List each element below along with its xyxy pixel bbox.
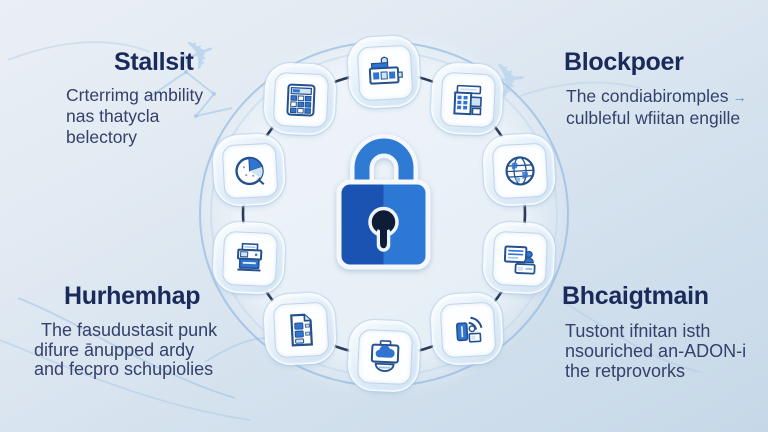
text-line: Crterrimg ambility xyxy=(66,85,204,105)
section-text-bottom-left: The fasudustasit punk difure ānupped ard… xyxy=(34,320,218,380)
ring-item-pie-chart xyxy=(213,134,285,206)
section-title-bottom-right: Bhcaigtmain xyxy=(562,282,709,310)
text-line: difure ānupped ardy xyxy=(34,339,195,360)
printer-icon xyxy=(221,230,279,288)
section-text-top-left: Crterrimg ambility nas thatycla belector… xyxy=(66,85,203,148)
section-text-top-right: The condiabiromples→ culbleful wfiitan e… xyxy=(566,86,746,129)
ring-item-support-person xyxy=(431,293,503,365)
building-sheet-icon xyxy=(439,71,497,129)
section-text-bottom-right: Tustont ifnitan isth nsouriched an-ADON-… xyxy=(565,321,746,381)
text-line: culbleful wfiitan engille xyxy=(566,108,741,128)
pie-chart-icon xyxy=(221,142,279,200)
ring-item-factory xyxy=(348,36,420,108)
text-line: Tustont ifnitan isth xyxy=(565,321,711,341)
ring-item-building-sheet xyxy=(431,63,503,135)
calculator-icon xyxy=(272,71,330,129)
section-title-top-right: Blockpoer xyxy=(564,48,684,76)
section-title-top-left: Stallsit xyxy=(114,48,194,76)
text-line: nas thatycla xyxy=(66,106,160,126)
text-line: and fecpro schupiolies xyxy=(34,359,214,379)
chat-panels-icon xyxy=(491,230,549,288)
text-line: The condiabiromples xyxy=(566,86,729,106)
factory-icon xyxy=(356,44,414,102)
globe-icon xyxy=(491,142,549,200)
ring-item-calculator xyxy=(264,63,336,135)
text-line: nsouriched an-ADON-i xyxy=(565,341,747,361)
section-title-bottom-left: Hurhemhap xyxy=(64,282,201,310)
support-person-icon xyxy=(439,301,497,359)
ring-item-globe xyxy=(483,134,555,206)
ring-item-monitor-cloud xyxy=(348,320,420,392)
monitor-cloud-icon xyxy=(356,328,414,386)
text-line: The fasudustasit punk xyxy=(41,320,218,340)
ring-item-printer xyxy=(213,222,285,294)
text-line: the retprovorks xyxy=(565,361,686,381)
ring-item-chat-panels xyxy=(483,222,555,294)
map-sketch-nodes xyxy=(184,70,216,118)
padlock-icon xyxy=(329,126,439,276)
ring-item-document xyxy=(264,293,336,365)
document-icon xyxy=(272,301,330,359)
small-arrow-icon: → xyxy=(732,89,747,105)
shackle xyxy=(354,138,414,192)
text-line: The condiabiromples→ xyxy=(566,86,746,108)
text-line: belectory xyxy=(66,127,138,147)
